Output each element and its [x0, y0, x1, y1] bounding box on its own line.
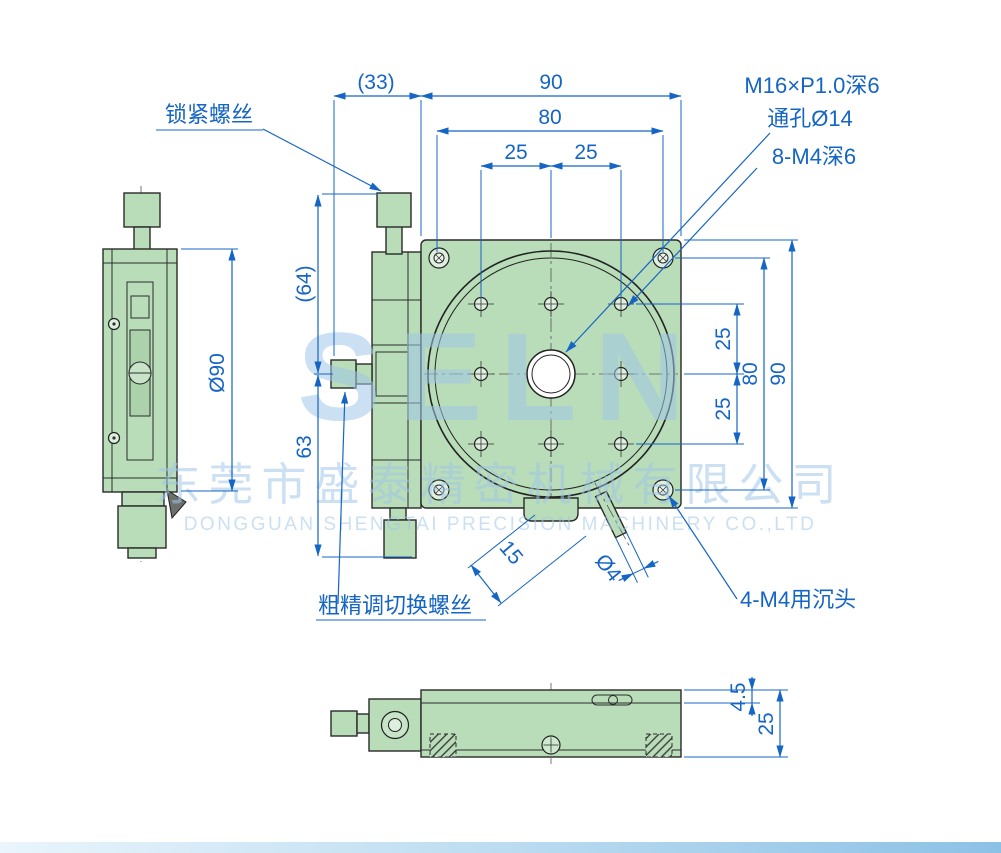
- side-micrometer-thimble: [117, 505, 167, 549]
- dim-right-hole-span: 80: [739, 362, 762, 385]
- side-view: [102, 186, 187, 562]
- spindle-tip: [166, 488, 187, 520]
- footer-gradient-bar: [0, 842, 1001, 853]
- hidden-counterbore: [429, 733, 457, 758]
- dim-stage-diameter: Ø90: [206, 353, 229, 393]
- dim-top-width: 90: [539, 71, 562, 94]
- callouts: 锁紧螺丝 M16×P1.0深6 通孔Ø14 8-M4深6 4-M4用沉头 粗精调…: [156, 73, 880, 621]
- callout-coarse-fine-switch: 粗精调切换螺丝: [318, 593, 472, 618]
- bottom-knob: [330, 710, 358, 737]
- callout-thread-spec: M16×P1.0深6: [744, 73, 879, 98]
- dim-base-plate-thickness: 4.5: [727, 682, 750, 711]
- dim-right-pitch-upper: 25: [712, 327, 735, 350]
- center-through-hole: [526, 349, 576, 399]
- top-view: [330, 192, 682, 559]
- corner-screw: [428, 247, 450, 269]
- callout-lock-screw: 锁紧螺丝: [165, 102, 253, 127]
- side-lock-knob: [123, 192, 161, 228]
- corner-screw: [652, 479, 674, 501]
- coarse-fine-knob: [330, 359, 357, 389]
- micrometer-barrel: [383, 519, 417, 559]
- dim-hole-span: 80: [538, 106, 561, 129]
- watermark-logo: SELN: [297, 308, 702, 447]
- dim-right-pitch-lower: 25: [712, 397, 735, 420]
- callout-tapped-holes: 8-M4深6: [772, 144, 856, 169]
- watermark: SELN 东莞市盛泰精密机械有限公司 DONGGUAN SHENGTAI PRE…: [155, 308, 844, 535]
- dim-base-height: 25: [755, 712, 778, 735]
- callout-through-hole: 通孔Ø14: [767, 106, 853, 131]
- watermark-company-en: DONGGUAN SHENGTAI PRECISION MACHINERY CO…: [184, 514, 817, 535]
- lock-screw-knob: [376, 192, 412, 228]
- dim-right-width: 90: [767, 362, 790, 385]
- dim-pin-diameter: Ø4: [590, 550, 626, 586]
- corner-screw: [428, 479, 450, 501]
- dim-hole-pitch-right: 25: [574, 141, 597, 164]
- dimensions: (33) 90 80 25 25 (64) 63 Ø90 25 25: [181, 71, 798, 758]
- callout-counterbore: 4-M4用沉头: [740, 587, 856, 612]
- rotary-platform: [427, 250, 675, 498]
- dim-side-height-upper: (64): [293, 265, 316, 302]
- watermark-company-cn: 东莞市盛泰精密机械有限公司: [155, 459, 844, 510]
- m4-hole-grid: [468, 291, 634, 457]
- dim-hole-pitch-left: 25: [504, 141, 527, 164]
- dim-side-height-lower: 63: [293, 435, 316, 458]
- bottom-view: [330, 683, 682, 764]
- dim-tab-length: 15: [495, 536, 528, 569]
- hidden-counterbore: [645, 733, 673, 758]
- dim-top-offset: (33): [357, 71, 394, 94]
- clamp-tab: [523, 497, 579, 522]
